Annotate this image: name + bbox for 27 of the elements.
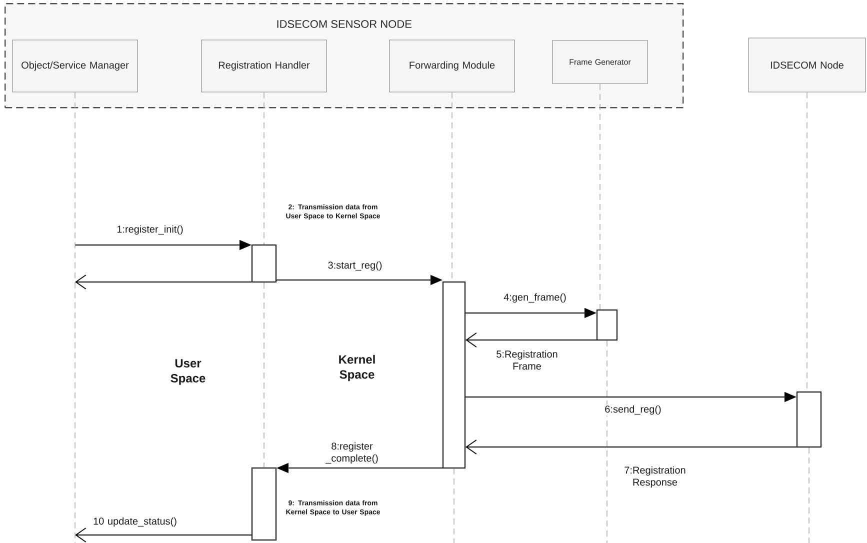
message-label: 5:Registration Frame <box>496 350 558 370</box>
message-label: 6:send_reg() <box>605 405 661 415</box>
message-label: 8:register _complete() <box>325 442 378 464</box>
lifeline <box>808 447 810 543</box>
activation-bar <box>796 392 822 448</box>
lifeline <box>606 340 608 543</box>
participant-box: Registration Handler <box>201 40 327 92</box>
activation-bar <box>252 468 276 540</box>
return-arrow <box>466 332 597 348</box>
message-label: 3:start_reg() <box>328 261 382 271</box>
message-label: 1:register_init() <box>117 225 183 235</box>
activation-bar <box>442 282 466 468</box>
region-label: Kernel Space <box>339 354 375 382</box>
activation-bar <box>596 310 618 340</box>
participant-box: Frame Generator <box>552 40 648 84</box>
return-arrow <box>75 528 252 542</box>
message-label: 10 update_status() <box>94 517 176 527</box>
lifeline <box>74 92 76 543</box>
participant-box: Object/Service Manager <box>12 40 138 92</box>
participant-box: IDSECOM Node <box>748 38 866 92</box>
return-arrow <box>75 274 252 290</box>
activation-bar <box>252 244 276 282</box>
participant-box: Forwarding Module <box>389 40 515 92</box>
region-label: User Space <box>170 359 206 385</box>
message-label: 4:gen_frame() <box>504 293 566 303</box>
message-label: 7:Registration Response <box>624 466 686 488</box>
return-arrow <box>466 440 797 454</box>
